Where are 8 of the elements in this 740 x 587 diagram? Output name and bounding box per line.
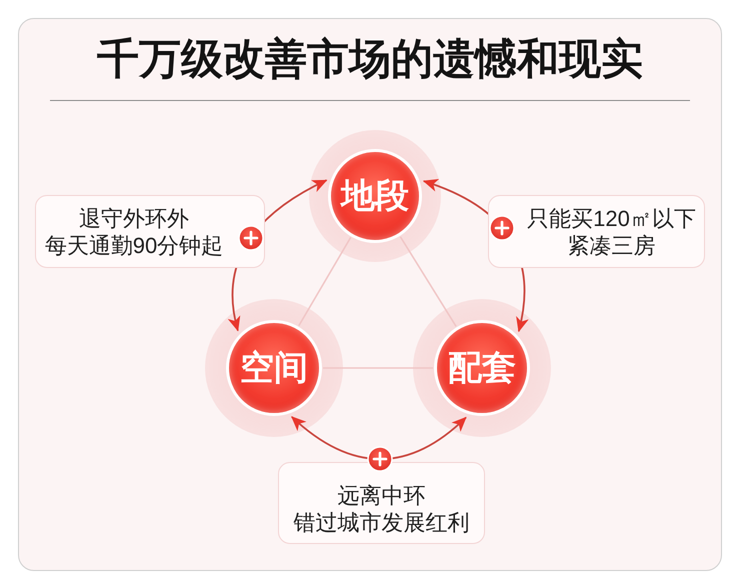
connector-line [298, 236, 352, 326]
diagram-title: 千万级改善市场的遗憾和现实 [97, 34, 643, 84]
edge-label: 退守外环外每天通勤90分钟起 [35, 195, 265, 268]
edge-label: 只能买120㎡以下紧凑三房 [488, 195, 705, 268]
edge-label: 远离中环错过城市发展红利 [278, 462, 485, 544]
double-arrow [291, 416, 467, 460]
connector-line [323, 367, 433, 369]
connector-line [400, 236, 457, 327]
